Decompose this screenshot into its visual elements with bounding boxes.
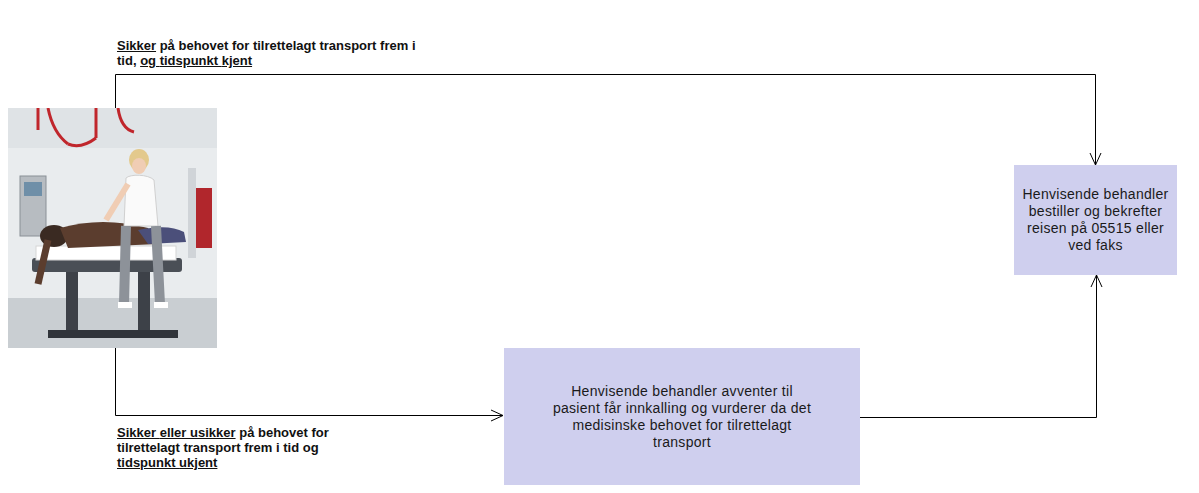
process-box: Henvisende behandler bestiller og bekref…	[1014, 165, 1177, 275]
flow-connector	[860, 275, 1097, 418]
plain-text: for	[232, 38, 249, 53]
plain-text: frem	[244, 440, 272, 455]
plain-text: for	[311, 425, 328, 440]
plain-text: på	[239, 425, 254, 440]
emphasis-text: Sikker	[117, 425, 160, 440]
plain-text: transport	[319, 38, 376, 53]
plain-text: tid,	[117, 53, 137, 68]
box-text: Henvisende behandler bestiller og bekref…	[1020, 186, 1171, 254]
plain-text: behovet	[178, 38, 228, 53]
plain-text: tilrettelagt	[253, 38, 316, 53]
condition-label: Sikker eller usikker på behovet for tilr…	[117, 425, 349, 470]
plain-text: frem	[380, 38, 408, 53]
arrow-head	[1090, 153, 1101, 165]
emphasis-text: tidspunkt	[160, 53, 222, 68]
plain-text: i	[412, 38, 416, 53]
process-box: Henvisende behandler avventer til pasien…	[504, 348, 860, 485]
box-text: Henvisende behandler avventer til pasien…	[550, 383, 814, 451]
plain-text: tid	[283, 440, 299, 455]
arrow-head	[1091, 275, 1102, 287]
plain-text: i	[276, 440, 280, 455]
plain-text: behovet	[258, 425, 308, 440]
emphasis-text: tidspunkt	[117, 455, 179, 470]
flow-line	[116, 75, 1096, 166]
treatment-photo	[8, 108, 217, 348]
plain-text: tilrettelagt	[117, 440, 180, 455]
condition-label: Sikker på behovet for tilrettelagt trans…	[117, 38, 417, 68]
emphasis-text: Sikker	[117, 38, 156, 53]
emphasis-text: ukjent	[179, 455, 217, 470]
emphasis-text: kjent	[222, 53, 252, 68]
emphasis-text: usikker	[190, 425, 236, 440]
emphasis-text: eller	[160, 425, 190, 440]
plain-text: og	[303, 440, 319, 455]
emphasis-text: og	[140, 53, 160, 68]
plain-text: på	[160, 38, 175, 53]
arrow-head	[491, 410, 503, 421]
plain-text: transport	[183, 440, 240, 455]
flow-line	[116, 348, 504, 416]
